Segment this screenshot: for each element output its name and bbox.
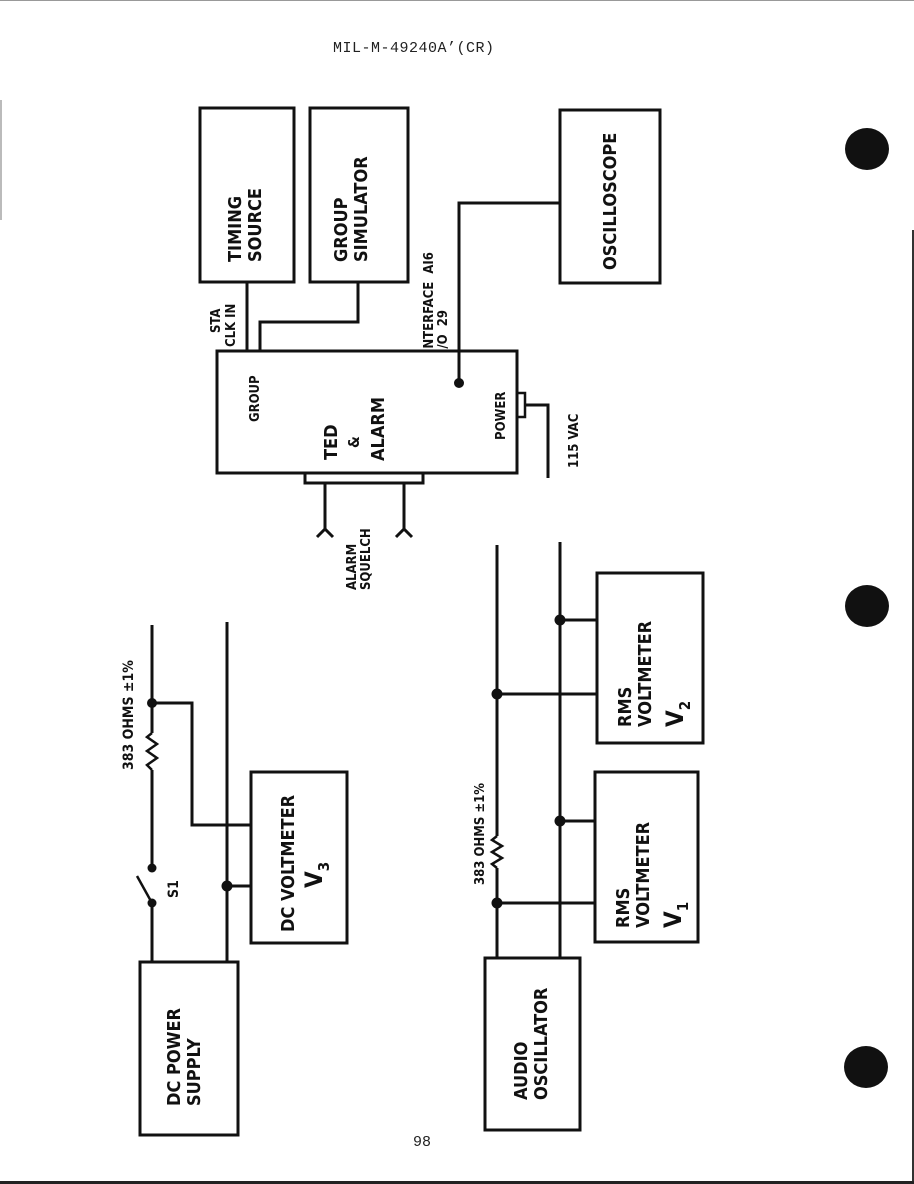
- ted-alarm-ampersand: &: [345, 436, 363, 448]
- junction-dot-interface: [454, 378, 464, 388]
- ted-alarm-title: TED: [321, 424, 342, 460]
- binder-hole-icon: [844, 1046, 888, 1088]
- alarm-fork-2-icon: [394, 526, 414, 539]
- audio-oscillator-box: [483, 956, 582, 1132]
- dc-power-supply-label: DC POWER SUPPLY: [164, 1002, 205, 1106]
- wire-oscilloscope-to-ted: [457, 201, 560, 382]
- junction-dot-dc-resistor: [147, 698, 157, 708]
- rms-voltmeter-1-label: RMS VOLTMETER: [613, 821, 654, 928]
- dc-voltmeter-symbol: V3: [300, 862, 333, 888]
- group-simulator-label: GROUP SIMULATOR: [331, 156, 372, 262]
- timing-source-label: TIMING SOURCE: [225, 188, 266, 262]
- oscilloscope-label: OSCILLOSCOPE: [600, 133, 621, 270]
- power-connector: [515, 391, 527, 419]
- sta-clk-in-label: STA CLK IN: [209, 304, 239, 347]
- junction-dot-v1-top: [554, 815, 566, 827]
- rms-voltmeter-2-label: RMS VOLTMETER: [615, 620, 656, 727]
- dc-power-supply-box: [138, 960, 240, 1137]
- vac-label: 115 VAC: [567, 414, 582, 468]
- page-number: 98: [413, 1134, 432, 1151]
- switch-s1-label: S1: [166, 880, 182, 898]
- ted-alarm-alarm: ALARM: [368, 397, 389, 461]
- interface-label: INTERFACE AI6 I/O 29: [422, 248, 451, 353]
- resistor-audio-icon: [489, 835, 505, 869]
- junction-dot-v1-bottom: [491, 897, 503, 909]
- dc-resistor-label: 383 OHMS ±1%: [121, 660, 137, 770]
- alarm-fork-1-icon: [315, 526, 335, 539]
- alarm-squelch-label: ALARM SQUELCH: [345, 528, 374, 590]
- binder-hole-icon: [845, 585, 889, 627]
- dc-voltmeter-box: [249, 770, 349, 945]
- alarm-squelch-bracket: [303, 473, 425, 485]
- resistor-dc-icon: [144, 732, 160, 771]
- page-top-edge: [0, 0, 914, 1]
- switch-terminal-bottom: [147, 898, 157, 908]
- audio-oscillator-label: AUDIO OSCILLATOR: [511, 987, 552, 1100]
- document-header: MIL-M-49240A’(CR): [333, 40, 495, 57]
- audio-resistor-label: 383 OHMS ±1%: [473, 783, 488, 885]
- junction-dot-dc-voltmeter: [221, 880, 233, 892]
- rms-voltmeter-2-box: [595, 571, 705, 745]
- rms-voltmeter-2-symbol: V2: [661, 701, 694, 727]
- switch-terminal-top: [147, 863, 157, 873]
- junction-dot-v2-bottom: [491, 688, 503, 700]
- rms-voltmeter-1-box: [593, 770, 700, 944]
- page-bottom-edge: [0, 1181, 914, 1184]
- rms-voltmeter-1-symbol: V1: [659, 902, 692, 928]
- wire-group-sim-to-ted: [258, 282, 360, 351]
- wire-dc-to-voltmeter-top: [152, 701, 251, 827]
- page-right-edge: [912, 230, 914, 1184]
- binder-hole-icon: [845, 128, 889, 170]
- oscilloscope-box: [558, 108, 662, 285]
- page-left-edge: [0, 100, 2, 220]
- junction-dot-v2-top: [554, 614, 566, 626]
- dc-voltmeter-label: DC VOLTMETER: [278, 794, 299, 932]
- ted-power-label: POWER: [494, 392, 509, 440]
- switch-s1-blade: [135, 875, 154, 904]
- wire-power-115vac: [525, 403, 550, 478]
- ted-group-label: GROUP: [248, 375, 263, 422]
